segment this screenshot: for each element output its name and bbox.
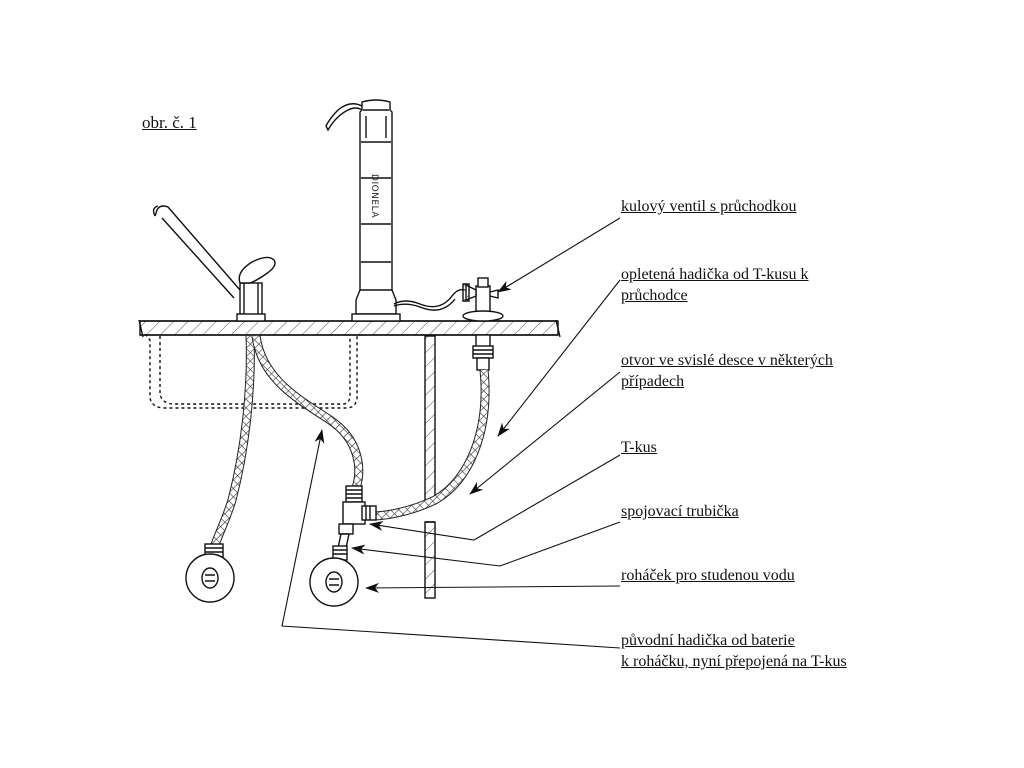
callout-t-piece: T-kus xyxy=(621,437,657,458)
callout-board-opening: otvor ve svislé desce v některých případ… xyxy=(621,350,833,392)
callout-cold-water-valve: roháček pro studenou vodu xyxy=(621,565,795,586)
angle-valve-left xyxy=(185,553,235,603)
product-brand: DIONELA xyxy=(369,174,379,218)
callout-ball-valve: kulový ventil s průchodkou xyxy=(621,196,797,217)
t-piece xyxy=(332,485,377,561)
callout-connecting-tube-line-1: spojovací trubička xyxy=(621,503,739,520)
callout-cold-water-valve-line-1: roháček pro studenou vodu xyxy=(621,567,795,584)
callout-braided-hose-line-2: průchodce xyxy=(621,287,688,304)
braided-hose-to-grommet xyxy=(371,369,490,521)
ball-valve-with-grommet xyxy=(462,277,504,371)
callout-original-hose-line-1: původní hadička od baterie xyxy=(621,632,795,649)
angle-valve-right xyxy=(309,557,359,607)
mixer-faucet xyxy=(152,205,276,322)
vertical-board xyxy=(424,335,436,599)
callout-ball-valve-line-1: kulový ventil s průchodkou xyxy=(621,198,797,215)
callout-board-opening-line-1: otvor ve svislé desce v některých xyxy=(621,352,833,369)
leader-lines xyxy=(281,217,621,649)
callout-original-hose-line-2: k roháčku, nyní přepojená na T-kus xyxy=(621,653,847,670)
callout-braided-hose: opletená hadička od T-kusu k průchodce xyxy=(621,264,809,306)
sink-basin xyxy=(144,333,358,409)
callout-connecting-tube: spojovací trubička xyxy=(621,501,739,522)
left-faucet-hose xyxy=(204,335,255,559)
callout-board-opening-line-2: případech xyxy=(621,373,685,390)
water-filter-column xyxy=(325,99,466,322)
callout-braided-hose-line-1: opletená hadička od T-kusu k xyxy=(621,266,809,283)
callout-original-hose: původní hadička od baterie k roháčku, ny… xyxy=(621,630,847,672)
countertop xyxy=(138,319,561,338)
figure-label: obr. č. 1 xyxy=(142,113,197,132)
callout-t-piece-line-1: T-kus xyxy=(621,439,657,456)
original-hose xyxy=(251,335,364,490)
